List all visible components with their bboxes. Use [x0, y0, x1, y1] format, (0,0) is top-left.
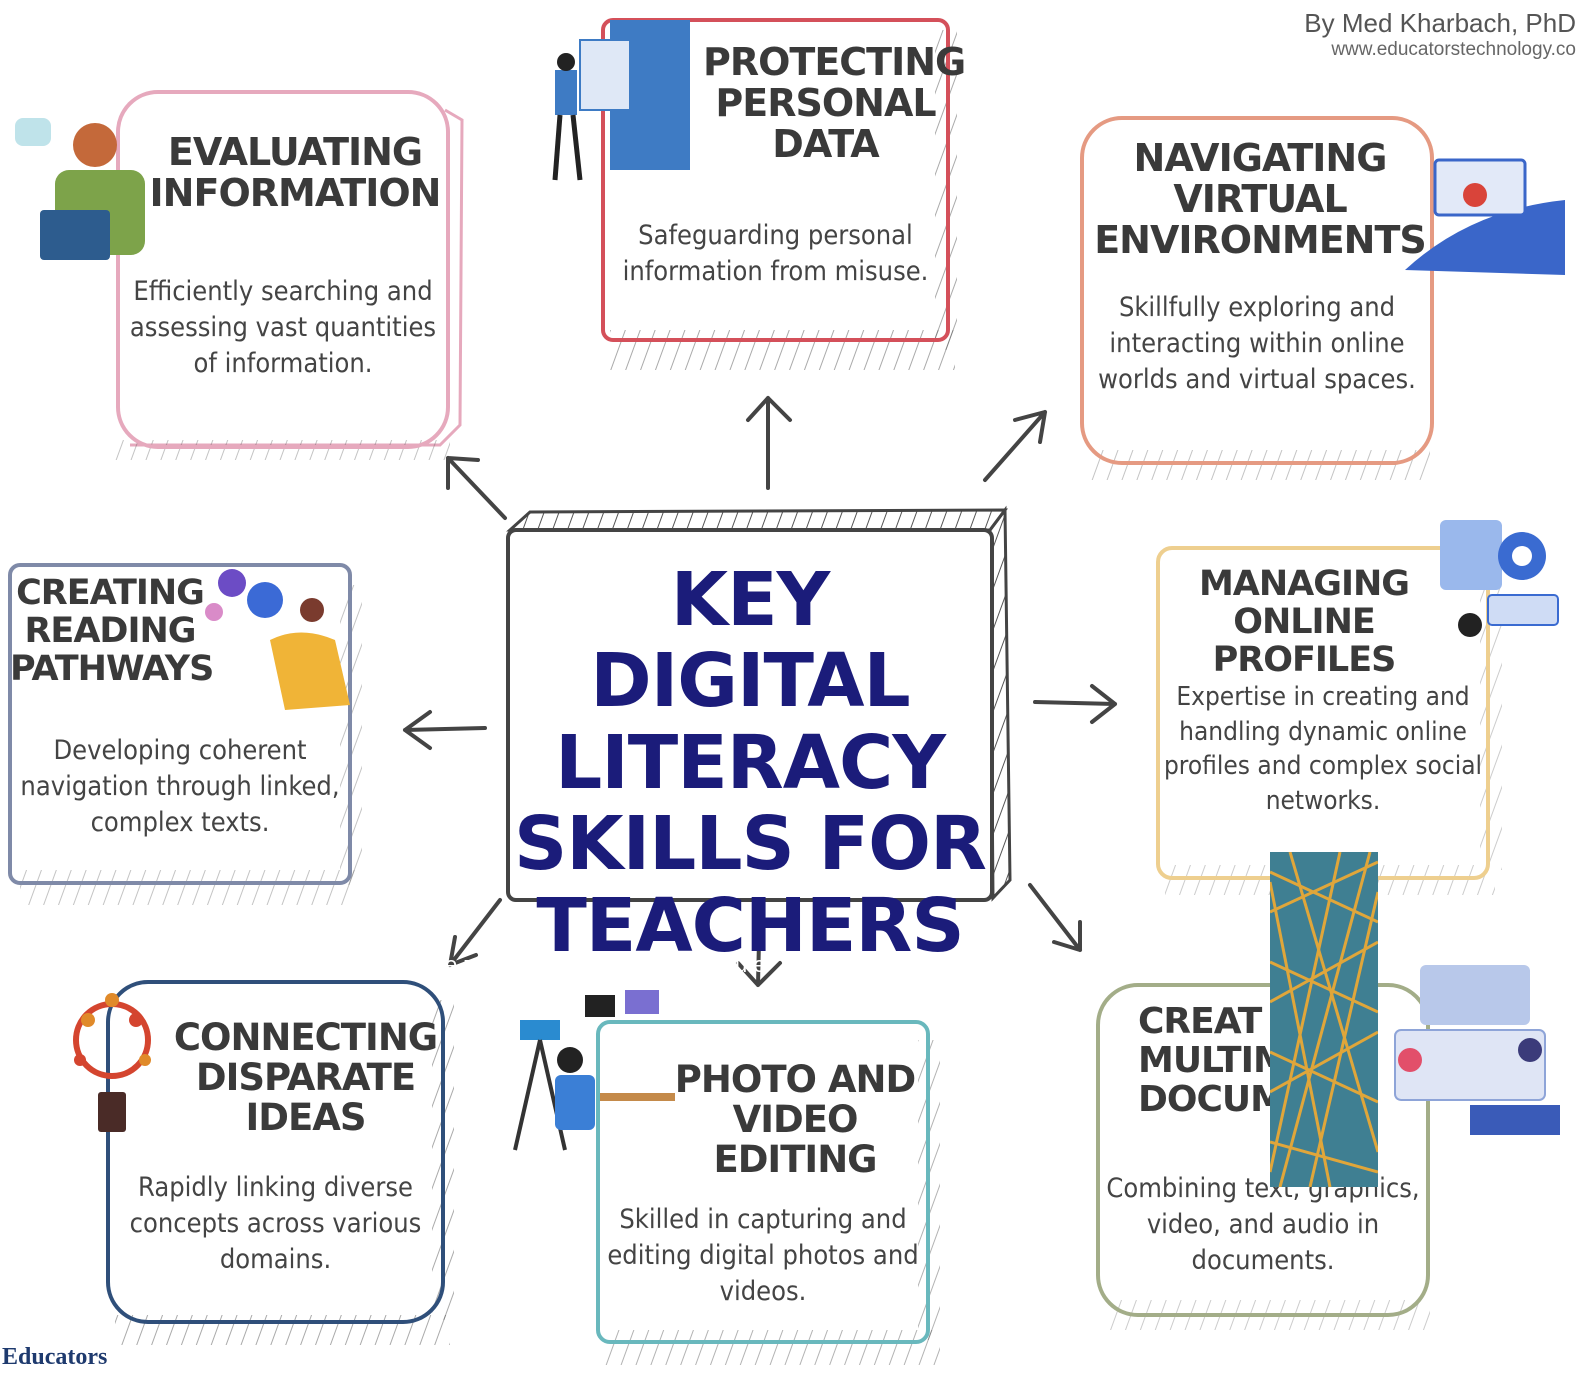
card-creating-multimedia-documents: CREAT MULTIM DOCUM Combining text, graph… — [1098, 985, 1428, 1315]
center-title: KEY DIGITAL LITERACY SKILLS FOR TEACHERS — [514, 557, 987, 969]
card-description: Rapidly linking diverse concepts across … — [129, 1172, 422, 1275]
arrow-to-navigating — [983, 410, 1047, 482]
overlay-fragment: e z — [445, 952, 475, 977]
card-evaluating-information: EVALUATING INFORMATION Efficiently searc… — [118, 92, 448, 447]
arrow-to-reading — [403, 710, 487, 750]
card-navigating-virtual-environments: NAVIGATING VIRTUAL ENVIRONMENTS Skillful… — [1082, 118, 1432, 463]
card-managing-online-profiles: MANAGING ONLINE PROFILES Expertise in cr… — [1158, 548, 1488, 878]
card-description: Skilled in capturing and editing digital… — [607, 1204, 919, 1307]
card-protecting-personal-data: PROTECTING PERSONAL DATA Safeguarding pe… — [603, 20, 967, 340]
card-title: MANAGING ONLINE PROFILES — [1198, 564, 1410, 680]
card-photo-and-video-editing: PHOTO AND VIDEO EDITING Skilled in captu… — [598, 1022, 928, 1342]
arrow-to-profiles — [1033, 684, 1117, 724]
arrow-to-protecting — [746, 396, 792, 490]
website-url: www.educatorstechnology.co — [1331, 39, 1576, 60]
card-title: PROTECTING PERSONAL DATA — [703, 40, 966, 167]
overlay-fragment: me — [1055, 952, 1086, 977]
overlay-fragment: ute — [735, 952, 766, 977]
author-name: By Med Kharbach, PhD — [1304, 8, 1576, 38]
overlay-strip — [1270, 852, 1378, 1187]
navigating-illustration-icon — [1405, 158, 1565, 275]
protecting-illustration-icon — [552, 20, 690, 181]
card-title: EVALUATING INFORMATION — [149, 130, 442, 216]
arrow-to-connecting — [448, 898, 502, 967]
card-description: Efficiently searching and assessing vast… — [129, 276, 437, 379]
connecting-illustration-icon — [73, 993, 151, 1132]
multimedia-frame — [1096, 983, 1430, 1330]
reading-illustration-icon — [205, 569, 350, 710]
byline: By Med Kharbach, PhD www.educatorstechno… — [1304, 8, 1576, 61]
footer-logo: Educators — [2, 1344, 108, 1370]
card-description: Expertise in creating and handling dynam… — [1163, 682, 1483, 816]
card-title: CREATING READING PATHWAYS — [10, 573, 214, 689]
overlay-lines — [1270, 852, 1378, 1187]
card-creating-reading-pathways: CREATING READING PATHWAYS Developing coh… — [10, 565, 350, 883]
card-title: NAVIGATING VIRTUAL ENVIRONMENTS — [1094, 136, 1427, 263]
card-description: Safeguarding personal information from m… — [622, 220, 929, 287]
connecting-frame — [106, 980, 454, 1345]
card-description: Combining text, graphics, video, and aud… — [1106, 1173, 1420, 1276]
card-title: PHOTO AND VIDEO EDITING — [674, 1058, 916, 1181]
card-description: Developing coherent navigation through l… — [20, 735, 340, 838]
card-connecting-disparate-ideas: CONNECTING DISPARATE IDEAS Rapidly linki… — [108, 982, 443, 1322]
multimedia-illustration-icon — [1394, 965, 1560, 1135]
card-title: CREAT MULTIM DOCUM — [1138, 1001, 1289, 1120]
card-title: CONNECTING DISPARATE IDEAS — [173, 1016, 438, 1139]
arrow-to-evaluating — [446, 456, 507, 520]
evaluating-frame — [115, 90, 464, 460]
profiles-illustration-icon — [1440, 520, 1559, 637]
arrows — [403, 396, 1117, 987]
card-description: Skillfully exploring and interacting wit… — [1098, 292, 1416, 395]
protecting-frame — [601, 18, 957, 370]
photo-frame — [596, 1020, 940, 1365]
reading-frame — [8, 563, 362, 905]
arrow-to-multimedia — [1028, 883, 1082, 952]
center-box-frame — [506, 505, 1012, 902]
arrow-to-photo — [736, 893, 782, 987]
photo-illustration-icon — [513, 990, 675, 1151]
navigating-frame — [1080, 116, 1434, 480]
evaluating-illustration-icon — [15, 118, 145, 260]
